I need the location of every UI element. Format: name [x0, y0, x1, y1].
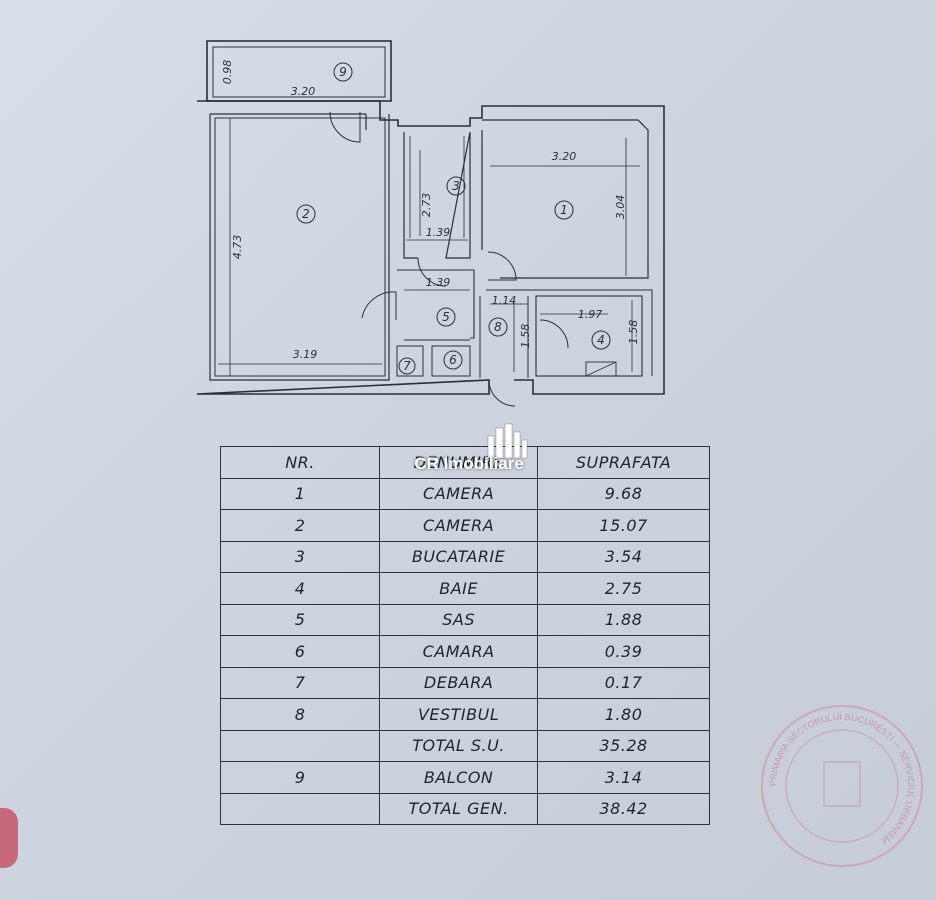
table-row: TOTAL S.U.35.28 — [219, 729, 710, 762]
cell-area: 35.28 — [537, 729, 710, 762]
cell-name: VESTIBUL — [379, 698, 539, 731]
cell-area: 1.80 — [537, 698, 710, 731]
cell-area: 3.54 — [537, 540, 710, 573]
cell-area: 1.88 — [537, 603, 710, 636]
cell-name: DEBARA — [379, 666, 539, 699]
cell-name: TOTAL GEN. — [379, 792, 539, 825]
dim-vestibul-width: 1.14 — [492, 294, 517, 307]
cell-nr — [219, 729, 381, 762]
cell-area: 3.14 — [537, 761, 710, 794]
room-7-label: 7 — [403, 359, 411, 373]
header-area: SUPRAFATA — [537, 446, 710, 479]
cell-area: 0.39 — [537, 635, 710, 668]
cell-nr — [219, 792, 381, 825]
dim-sas-width: 1.39 — [426, 276, 451, 289]
cell-area: 38.42 — [537, 792, 710, 825]
cell-area: 2.75 — [537, 572, 710, 605]
dim-room3-width: 1.39 — [426, 226, 451, 239]
floor-plan: 9 2 3 1 5 8 4 6 7 3.20 0.98 4.73 3.19 2.… — [196, 40, 665, 407]
finger-edge — [0, 808, 18, 868]
dim-vestibul-height: 1.58 — [519, 324, 532, 349]
dim-room2-height: 4.73 — [231, 235, 244, 260]
cell-name: SAS — [379, 603, 539, 636]
cr-imobiliare-watermark: CR Imobiliare — [398, 422, 540, 492]
cell-nr: 8 — [219, 698, 381, 731]
cell-area: 15.07 — [537, 509, 710, 542]
dim-balcony-width: 3.20 — [291, 85, 316, 98]
cell-name: BALCON — [379, 761, 539, 794]
svg-text:PRIMARIA SECTORULUI BUCURESTI: PRIMARIA SECTORULUI BUCURESTI — SERVICIU… — [768, 712, 916, 846]
cell-nr: 9 — [219, 761, 381, 794]
dim-bath-width: 1.97 — [578, 308, 603, 321]
dim-bath-height: 1.58 — [627, 320, 640, 345]
header-nr: NR. — [219, 446, 381, 479]
watermark-text: CR Imobiliare — [414, 454, 524, 473]
exterior-wall — [196, 100, 665, 395]
cell-nr: 2 — [219, 509, 381, 542]
crest-icon — [823, 761, 861, 807]
cell-nr: 1 — [219, 477, 381, 510]
cell-name: TOTAL S.U. — [379, 729, 539, 762]
cell-name: CAMERA — [379, 509, 539, 542]
dim-room1-width: 3.20 — [552, 150, 577, 163]
dim-balcony-depth: 0.98 — [221, 60, 234, 85]
cell-name: BAIE — [379, 572, 539, 605]
room-1-label: 1 — [560, 203, 568, 217]
table-header-row: NR. DENUMIRE SUPRAFATA — [219, 446, 710, 479]
room-3-label: 3 — [452, 179, 460, 193]
cell-name: BUCATARIE — [379, 540, 539, 573]
cell-nr: 4 — [219, 572, 381, 605]
cell-area: 9.68 — [537, 477, 710, 510]
cell-nr: 5 — [219, 603, 381, 636]
cell-name: CAMARA — [379, 635, 539, 668]
cell-nr: 6 — [219, 635, 381, 668]
building-logo-icon — [487, 423, 528, 459]
official-stamp: PRIMARIA SECTORULUI BUCURESTI — SERVICIU… — [761, 705, 923, 867]
room-5-label: 5 — [442, 310, 450, 324]
dim-room1-height: 3.04 — [614, 195, 627, 220]
room-8-label: 8 — [494, 320, 502, 334]
cell-nr: 3 — [219, 540, 381, 573]
room-2-label: 2 — [302, 207, 310, 221]
room-4-label: 4 — [597, 333, 605, 347]
table-row: TOTAL GEN.38.42 — [219, 792, 710, 825]
cell-area: 0.17 — [537, 666, 710, 699]
stamp-text: PRIMARIA SECTORULUI BUCURESTI — SERVICIU… — [768, 712, 916, 846]
room-6-label: 6 — [449, 353, 457, 367]
cell-nr: 7 — [219, 666, 381, 699]
dim-room2-width: 3.19 — [293, 348, 318, 361]
room-9-label: 9 — [339, 65, 347, 79]
dim-room3-height: 2.73 — [420, 193, 433, 218]
